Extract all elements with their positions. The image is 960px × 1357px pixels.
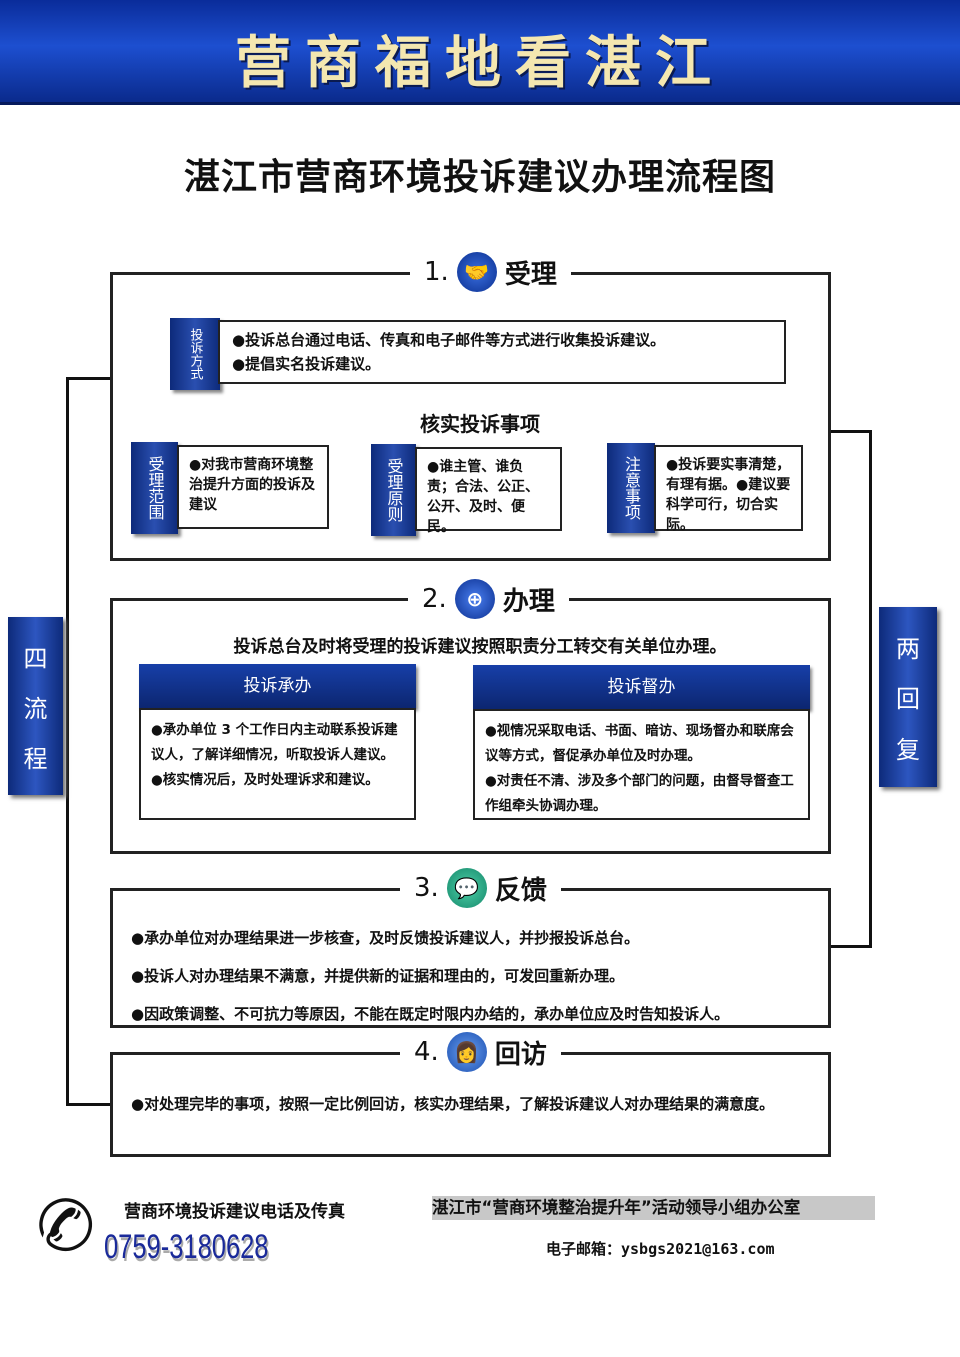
section-feedback-heading: 3. 💬 反馈 [400,866,561,910]
section-number: 4. [414,1037,439,1067]
method-tag: 投诉方式 [170,318,220,390]
label-char: 复 [896,736,920,765]
section-number: 3. [414,873,439,903]
chat-icon: 💬 [446,868,487,908]
method-box: ●投诉总台通过电话、传真和电子邮件等方式进行收集投诉建议。 ●提倡实名投诉建议。 [218,320,786,384]
scope-box: ●对我市营商环境整治提升方面的投诉及建议 [177,445,329,529]
connector [828,430,872,433]
office-name: 湛江市“营商环境整治提升年”活动领导小组办公室 [432,1196,875,1220]
scope-tag: 受理范围 [131,442,178,534]
supervise-box: ●视情况采取电话、书面、暗访、现场督办和联席会议等方式，督促承办单位及时办理。 ●… [473,709,810,820]
handshake-icon: 🤝 [456,252,497,292]
undertake-box: ●承办单位 3 个工作日内主动联系投诉建议人，了解详细情况，听取投诉人建议。 ●核… [139,708,416,820]
handle-intro: 投诉总台及时将受理的投诉建议按照职责分工转交有关单位办理。 [233,637,727,657]
supervise-item: ●对责任不清、涉及多个部门的问题，由督导督查工作组牵头协调办理。 [485,773,794,814]
phone-label: 营商环境投诉建议电话及传真 [124,1202,345,1222]
feedback-item: ●因政策调整、不可抗力等原因，不能在既定时限内办结的，承办单位应及时告知投诉人。 [131,1005,730,1023]
page-title: 湛江市营商环境投诉建议办理流程图 [183,157,776,198]
section-number: 2. [422,584,447,614]
method-item: ●投诉总台通过电话、传真和电子邮件等方式进行收集投诉建议。 [232,331,666,349]
section-number: 1. [424,257,449,287]
supervise-header: 投诉督办 [473,665,810,709]
section-revisit-heading: 4. 👩 回访 [400,1030,561,1074]
right-connector [869,430,872,948]
connector [828,945,872,948]
banner-slogan: 营商福地看湛江 [235,30,725,96]
label-char: 程 [23,744,48,773]
revisit-text: ●对处理完毕的事项，按照一定比例回访，核实办理结果，了解投诉建议人对办理结果的满… [131,1095,775,1113]
section-handle-heading: 2. ⊕ 办理 [408,577,569,621]
notice-box: ●投诉要实事清楚，有理有据。●建议要科学可行，切合实际。 [654,445,803,533]
undertake-item: ●核实情况后，及时处理诉求和建议。 [151,772,379,788]
principle-tag: 受理原则 [371,444,416,536]
four-process-label: 四流程 [8,617,63,795]
notice-tag: 注意事项 [607,443,655,533]
section-feedback: ●承办单位对办理结果进一步核查，及时反馈投诉建议人，并抄报投诉总台。 ●投诉人对… [110,888,831,1028]
two-reply-label: 两回复 [879,607,937,787]
banner [0,0,960,105]
method-item: ●提倡实名投诉建议。 [232,355,381,373]
label-char: 流 [23,694,48,723]
undertake-item: ●承办单位 3 个工作日内主动联系投诉建议人，了解详细情况，听取投诉人建议。 [151,722,398,763]
section-accept-heading: 1. 🤝 受理 [410,250,571,294]
supervise-item: ●视情况采取电话、书面、暗访、现场督办和联席会议等方式，督促承办单位及时办理。 [485,723,794,764]
principle-box: ●谁主管、谁负责；合法、公正、公开、及时、便民。 [415,447,562,535]
section-title: 反馈 [494,875,547,906]
person-icon: 👩 [446,1032,487,1072]
section-title: 办理 [502,586,555,617]
section-title: 受理 [504,259,557,290]
label-char: 两 [896,634,920,663]
phone-icon: ✆ [26,1178,105,1274]
feedback-item: ●投诉人对办理结果不满意，并提供新的证据和理由的，可发回重新办理。 [131,967,625,985]
undertake-header: 投诉承办 [139,664,416,708]
label-char: 四 [23,644,48,673]
magnifier-icon: ⊕ [454,579,495,619]
connector [66,377,112,380]
left-connector [66,377,69,1106]
label-char: 回 [896,685,920,714]
section-title: 回访 [494,1039,547,1070]
phone-number: 0759-3180628 [104,1228,269,1266]
verify-heading: 核实投诉事项 [420,412,540,436]
email: 电子邮箱：ysbgs2021@163.com [546,1240,775,1258]
connector [66,1103,112,1106]
feedback-item: ●承办单位对办理结果进一步核查，及时反馈投诉建议人，并抄报投诉总台。 [131,929,640,947]
